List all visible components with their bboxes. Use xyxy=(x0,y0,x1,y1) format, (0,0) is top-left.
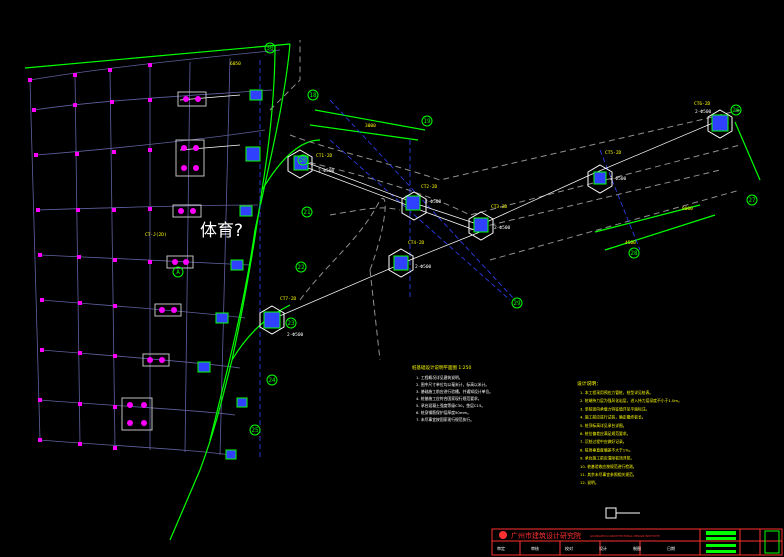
company-sub: GUANGZHOU ARCHITECTURAL DESIGN INSTITUTE xyxy=(590,534,660,538)
svg-text:CT5-2D: CT5-2D xyxy=(605,150,622,156)
notes-right-line-4: 5. 桩顶标高详见承台详图。 xyxy=(580,423,627,428)
svg-text:6050: 6050 xyxy=(230,61,241,67)
big-label: 体育? xyxy=(200,221,243,241)
section-symbol xyxy=(605,507,640,519)
svg-text:27: 27 xyxy=(748,197,756,204)
grid-nodes xyxy=(28,63,152,450)
svg-text:2-Ф500: 2-Ф500 xyxy=(695,109,712,115)
svg-text:3000: 3000 xyxy=(365,123,376,129)
svg-text:25: 25 xyxy=(251,427,259,434)
notes-right-line-3: 4. 施工前应进行试桩，确定最终桩长。 xyxy=(580,415,646,420)
pile-markers xyxy=(197,89,733,460)
axis-circle-numbers: 18 19 20 21 22 23 24 25 26 27 28 29 A 30 xyxy=(176,45,756,434)
title-block-label-1: 审核 xyxy=(531,545,539,551)
notes-right-line-5: 6. 桩位偏差应满足规范要求。 xyxy=(580,431,630,436)
svg-text:30: 30 xyxy=(266,45,274,52)
road-dashed-lines xyxy=(269,40,741,361)
title-block-label-0: 审定 xyxy=(497,545,505,551)
notes-right-title: 设计说明： xyxy=(577,380,601,387)
notes-right-line-10: 11. 其余未尽事宜参照相关规范。 xyxy=(580,472,637,477)
svg-text:CT2-2D: CT2-2D xyxy=(421,184,438,190)
notes-right-line-7: 8. 桩身垂直度偏差不大于1%。 xyxy=(580,447,633,452)
notes-left-line-2: 3. 基础施工前应进行验槽，并通知设计单位。 xyxy=(416,389,493,394)
title-block xyxy=(491,528,783,556)
svg-text:2-Ф500: 2-Ф500 xyxy=(415,264,432,270)
axis-lines xyxy=(259,60,641,460)
svg-text:CT4-2D: CT4-2D xyxy=(408,240,425,246)
dimension-text: 6050 3000 8000 4500 xyxy=(230,61,693,246)
site-boundary xyxy=(24,43,761,541)
notes-left-line-3: 4. 桩基施工应符合国家现行规范要求。 xyxy=(416,396,482,401)
svg-text:2-Ф500: 2-Ф500 xyxy=(425,199,442,205)
svg-text:28: 28 xyxy=(630,250,638,257)
notes-right-line-1: 2. 桩端持力层为强风化岩层，进入持力层深度不小于1.0m。 xyxy=(580,398,682,403)
svg-text:2-Ф500: 2-Ф500 xyxy=(610,176,627,182)
notes-right-line-6: 7. 沉桩过程中应做好记录。 xyxy=(580,439,627,444)
svg-text:2-Ф500: 2-Ф500 xyxy=(287,332,304,338)
svg-text:18: 18 xyxy=(309,92,317,99)
notes-left-line-0: 1. 工程概况详见建筑说明。 xyxy=(416,375,463,380)
notes-right-line-2: 3. 单桩竖向承载力特征值详见平面标注。 xyxy=(580,406,649,411)
svg-text:19: 19 xyxy=(423,118,431,125)
notes-left-line-4: 5. 承台混凝土强度等级C30，垫层C15。 xyxy=(416,403,485,408)
dimension-lines xyxy=(179,94,721,319)
svg-text:26: 26 xyxy=(732,107,740,114)
pile-annotations: CT1-2D 2-Ф500 CT2-2D 2-Ф500 CT3-2D 2-Ф50… xyxy=(145,101,712,338)
svg-text:CT1-2D: CT1-2D xyxy=(316,153,333,159)
notes-right-lines: 1. 本工程采用预应力管桩，桩型详见桩表。 2. 桩端持力层为强风化岩层，进入持力… xyxy=(580,390,682,485)
notes-right-line-9: 10. 桩基验收应按规范进行检测。 xyxy=(580,464,637,469)
title-block-label-5: 日期 xyxy=(667,545,675,551)
svg-text:8000: 8000 xyxy=(682,206,693,212)
svg-text:CT3-2D: CT3-2D xyxy=(491,204,508,210)
svg-text:4500: 4500 xyxy=(625,240,636,246)
notes-right-line-0: 1. 本工程采用预应力管桩，桩型详见桩表。 xyxy=(580,390,653,395)
title-block-labels: 审定 审核 校对 设计 制图 日期 xyxy=(497,545,675,551)
axis-circle-tags xyxy=(172,42,758,436)
notes-left-lines: 1. 工程概况详见建筑说明。 2. 图中尺寸单位均以毫米计，标高以米计。 3. 基础… xyxy=(416,375,493,422)
svg-text:CT-J(2D): CT-J(2D) xyxy=(145,232,167,238)
svg-text:23: 23 xyxy=(287,320,295,327)
title-block-label-4: 制图 xyxy=(633,545,641,551)
svg-text:CT6-2D: CT6-2D xyxy=(694,101,711,107)
svg-text:21: 21 xyxy=(303,209,311,216)
notes-left-title: 桩基础设计说明平面图 1:250 xyxy=(412,364,472,371)
svg-text:22: 22 xyxy=(297,264,305,271)
svg-text:2-Ф500: 2-Ф500 xyxy=(494,225,511,231)
title-block-label-3: 设计 xyxy=(599,545,607,551)
notes-right-line-8: 9. 承台施工前应清除桩顶浮浆。 xyxy=(580,456,634,461)
pile-caps xyxy=(121,91,207,431)
svg-text:29: 29 xyxy=(513,300,521,307)
svg-text:A: A xyxy=(176,269,180,276)
svg-text:24: 24 xyxy=(268,377,276,384)
title-block-label-2: 校对 xyxy=(565,545,573,551)
company-name: 广州市建筑设计研究院 xyxy=(511,531,581,540)
notes-right-line-11: 12. 说明。 xyxy=(580,480,599,485)
notes-left-line-5: 6. 桩身钢筋保护层厚度50mm。 xyxy=(416,410,471,415)
svg-text:2-Ф500: 2-Ф500 xyxy=(318,168,335,174)
svg-text:20: 20 xyxy=(299,157,307,164)
notes-left-line-6: 7. 未尽事宜按国家现行规范执行。 xyxy=(416,417,474,422)
notes-left-line-1: 2. 图中尺寸单位均以毫米计，标高以米计。 xyxy=(416,382,489,387)
svg-text:CT7-2D: CT7-2D xyxy=(280,296,297,302)
building-grid xyxy=(29,49,281,456)
